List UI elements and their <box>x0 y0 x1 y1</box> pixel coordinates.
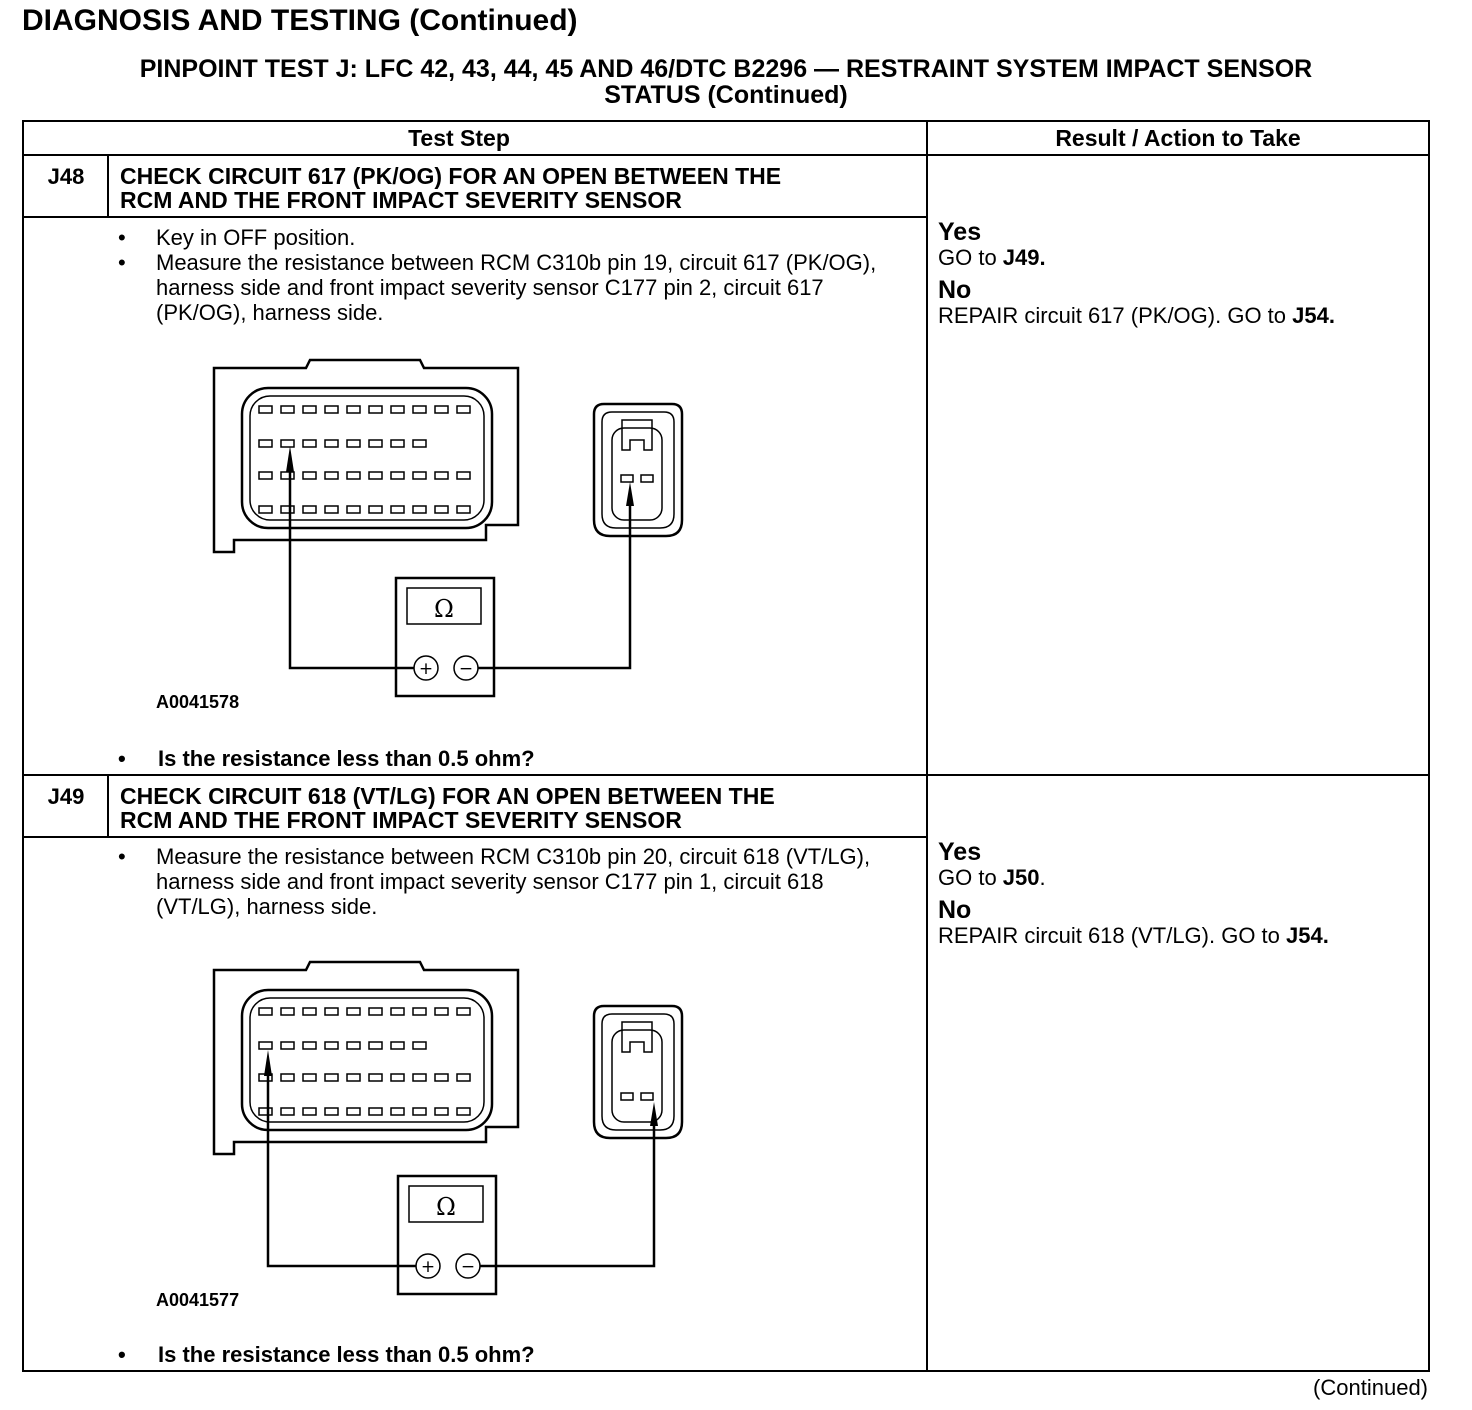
continued-footer: (Continued) <box>1313 1375 1428 1400</box>
rcm-connector-face <box>240 988 494 1132</box>
step-title: CHECK CIRCUIT 617 (PK/OG) FOR AN OPEN BE… <box>120 164 781 212</box>
bullet-dot: • <box>118 1342 126 1367</box>
question-text: Is the resistance less than 0.5 ohm? <box>158 746 535 771</box>
step-title-line1: CHECK CIRCUIT 618 (VT/LG) FOR AN OPEN BE… <box>120 783 775 809</box>
result-action: Yes GO to J50. No REPAIR circuit 618 (VT… <box>938 838 1418 949</box>
yes-text: GO to <box>938 245 1003 270</box>
test-title-line1: PINPOINT TEST J: LFC 42, 43, 44, 45 AND … <box>139 55 1313 83</box>
bullet-dot: • <box>118 225 126 250</box>
rcm-pin-cavities <box>258 1007 471 1116</box>
rcm-connector-inner <box>249 395 485 521</box>
plus-terminal: + <box>419 659 433 679</box>
bullet-text: Key in OFF position. <box>156 225 356 250</box>
step-bullets: • Key in OFF position. • Measure the resis… <box>110 225 900 325</box>
ohm-symbol: Ω <box>434 595 454 623</box>
bullet-text: Measure the resistance between RCM C310b… <box>156 250 877 325</box>
no-target: J54 <box>1286 923 1323 948</box>
yes-label: Yes <box>938 218 982 246</box>
figure-id: A0041577 <box>156 1290 240 1310</box>
bullet-dot: • <box>118 746 126 771</box>
row-divider <box>24 774 1428 776</box>
rcm-connector-housing <box>212 358 520 554</box>
plus-terminal: + <box>421 1257 435 1277</box>
probe-arrows <box>264 1050 658 1126</box>
step-title-line2: RCM AND THE FRONT IMPACT SEVERITY SENSOR <box>120 807 682 833</box>
column-divider <box>926 122 928 1370</box>
step-bullets: • Measure the resistance between RCM C310… <box>110 844 900 919</box>
rcm-connector-housing <box>212 960 520 1156</box>
step-id-divider-j48 <box>107 156 109 216</box>
period: . <box>1039 245 1046 270</box>
period: . <box>1328 303 1335 328</box>
sensor-connector-c177 <box>592 402 684 538</box>
minus-terminal: − <box>461 1257 475 1277</box>
sensor-connector-c177 <box>592 1004 684 1140</box>
step-question: • Is the resistance less than 0.5 ohm? <box>118 1342 535 1368</box>
connector-diagram-j49: Ω + − <box>212 960 684 1296</box>
yes-action: GO to J50. <box>938 865 1418 890</box>
period: . <box>1039 865 1046 890</box>
step-title: CHECK CIRCUIT 618 (VT/LG) FOR AN OPEN BE… <box>120 784 775 832</box>
title-divider-j48 <box>24 216 926 218</box>
no-action: REPAIR circuit 617 (PK/OG). GO to J54. <box>938 303 1418 328</box>
bullet-item: • Measure the resistance between RCM C310… <box>110 844 900 919</box>
no-label: No <box>938 276 972 304</box>
result-action: Yes GO to J49. No REPAIR circuit 617 (PK… <box>938 218 1418 329</box>
step-title-line2: RCM AND THE FRONT IMPACT SEVERITY SENSOR <box>120 187 682 213</box>
header-divider <box>24 154 1428 156</box>
ohm-symbol: Ω <box>436 1193 456 1221</box>
test-table: Test Step Result / Action to Take J48 CH… <box>22 120 1430 1372</box>
test-leads <box>288 460 632 670</box>
yes-action: GO to J49. <box>938 245 1418 270</box>
bullet-dot: • <box>118 844 126 869</box>
no-text: REPAIR circuit 618 (VT/LG). GO to <box>938 923 1287 948</box>
page-header: DIAGNOSIS AND TESTING (Continued) <box>22 4 578 37</box>
title-divider-j49 <box>24 836 926 838</box>
bullet-text: Measure the resistance between RCM C310b… <box>156 844 871 919</box>
step-id: J48 <box>47 164 85 189</box>
connector-diagram-j48: Ω + − <box>212 358 684 698</box>
rcm-connector-face <box>240 386 494 530</box>
step-id-divider-j49 <box>107 776 109 836</box>
no-label: No <box>938 896 972 924</box>
column-header-test-step: Test Step <box>408 125 510 151</box>
figure-id: A0041578 <box>156 692 240 712</box>
rcm-pin-cavities <box>258 405 471 514</box>
no-action: REPAIR circuit 618 (VT/LG). GO to J54. <box>938 923 1418 948</box>
step-title-line1: CHECK CIRCUIT 617 (PK/OG) FOR AN OPEN BE… <box>120 163 782 189</box>
no-text: REPAIR circuit 617 (PK/OG). GO to <box>938 303 1293 328</box>
minus-terminal: − <box>459 659 473 679</box>
period: . <box>1322 923 1329 948</box>
ohmmeter <box>394 576 496 698</box>
yes-target: J50 <box>1002 865 1040 890</box>
test-title-line2: STATUS (Continued) <box>604 81 848 109</box>
rcm-connector-inner <box>249 997 485 1123</box>
yes-text: GO to <box>938 865 1003 890</box>
question-text: Is the resistance less than 0.5 ohm? <box>158 1342 535 1367</box>
step-id: J49 <box>47 784 85 809</box>
step-question: • Is the resistance less than 0.5 ohm? <box>118 746 535 772</box>
yes-label: Yes <box>938 838 982 866</box>
test-leads <box>266 1064 656 1268</box>
no-target: J54 <box>1292 303 1329 328</box>
column-header-result: Result / Action to Take <box>1055 125 1301 151</box>
bullet-dot: • <box>118 250 126 275</box>
yes-target: J49 <box>1002 245 1040 270</box>
pinpoint-test-title: PINPOINT TEST J: LFC 42, 43, 44, 45 AND … <box>24 56 1428 108</box>
bullet-item: • Measure the resistance between RCM C310… <box>110 250 900 325</box>
probe-arrows <box>286 446 634 506</box>
bullet-item: • Key in OFF position. <box>110 225 900 250</box>
